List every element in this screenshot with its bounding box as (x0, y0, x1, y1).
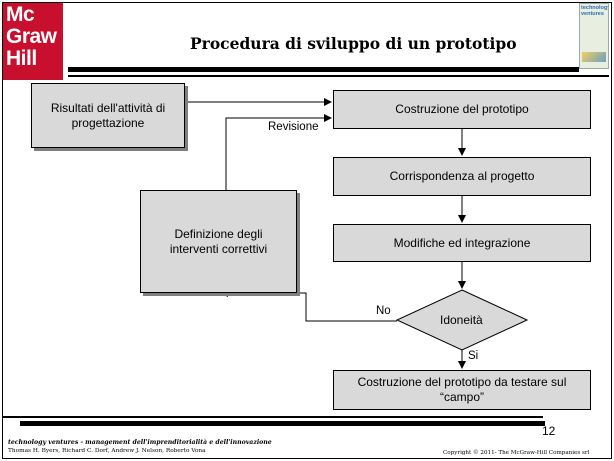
footer-bar-thick (20, 421, 545, 426)
idoneita-decision-diamond (395, 289, 529, 351)
header-bar-thin (68, 75, 609, 77)
idoneita-label: Idoneità (440, 313, 483, 327)
book-cover-image: technology ventures (579, 3, 609, 69)
logo-line-3: Hill (6, 47, 37, 70)
page-number: 12 (542, 424, 556, 438)
box-costruzione-finale: Costruzione del prototipo da testare sul… (333, 370, 591, 410)
revisione-label: Revisione (268, 121, 319, 133)
logo-line-2: Graw (6, 25, 57, 48)
header-bar-thick (68, 67, 579, 72)
book-cover-graphic (582, 52, 606, 62)
arrow-idoneita-no (220, 289, 397, 322)
slide-title: Procedura di sviluppo di un prototipo (190, 34, 517, 53)
box-costruzione-prototipo: Costruzione del prototipo (333, 90, 591, 129)
footer-bar-thin (3, 416, 543, 418)
mcgraw-hill-logo: Mc Graw Hill (3, 3, 63, 80)
box-modifiche-integrazione: Modifiche ed integrazione (333, 224, 591, 262)
arrow-revisione-loop (225, 114, 332, 190)
footer-book-title: technology ventures - management dell'im… (8, 439, 272, 446)
footer-authors: Thomas H. Byers, Richard C. Dorf, Andrew… (8, 448, 206, 454)
logo-line-1: Mc (6, 3, 35, 26)
box-corrispondenza-progetto: Corrispondenza al progetto (333, 157, 591, 196)
book-cover-title: technology ventures (581, 5, 609, 17)
footer-copyright: Copyright © 2011- The McGraw-Hill Compan… (443, 450, 590, 456)
no-label: No (376, 305, 391, 317)
si-label: Si (468, 350, 479, 362)
box-risultati-progettazione: Risultati dell'attività di progettazione (31, 83, 185, 148)
box-definizione-interventi: Definizione degli interventi correttivi (140, 190, 297, 293)
